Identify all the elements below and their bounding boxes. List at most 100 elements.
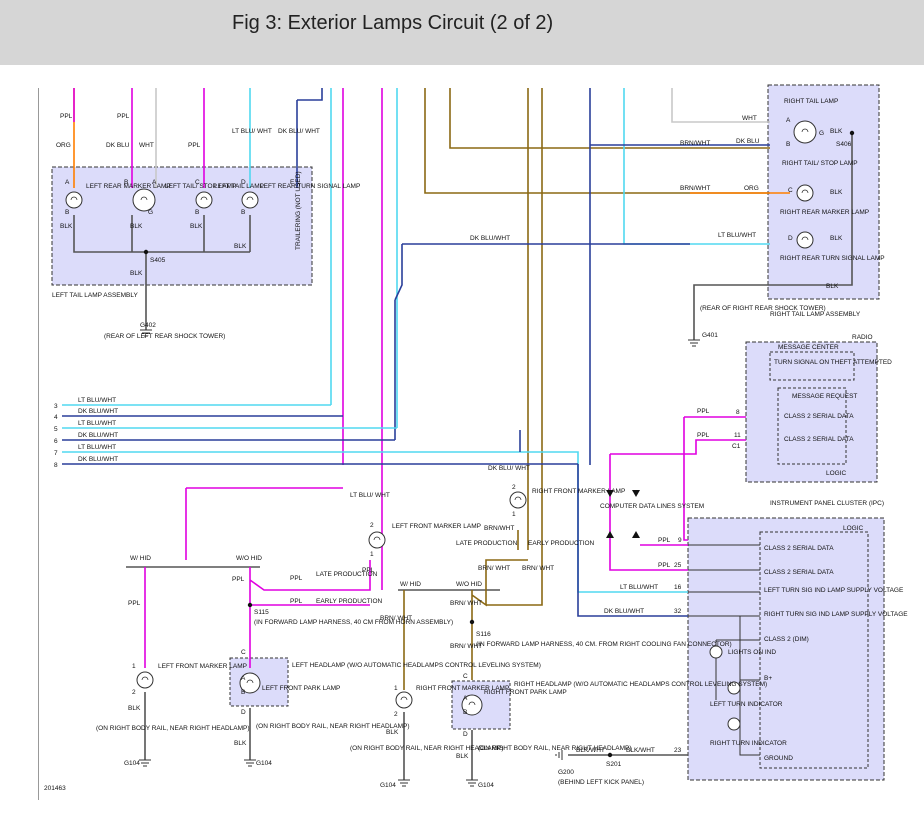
option-w-hid-left: W/ HID xyxy=(130,555,151,562)
left-rear-turn-label: LEFT REAR TURN SIGNAL LAMP xyxy=(260,183,360,190)
splice-s405-label: S405 xyxy=(150,257,166,264)
left-rear-turn-lamp-icon xyxy=(241,191,259,209)
data-arrow-up-2 xyxy=(632,531,640,538)
option-w-hid-right: W/ HID xyxy=(400,581,421,588)
pin-1-lf-top: 1 xyxy=(370,551,374,558)
left-headlamp-label: LEFT HEADLAMP (W/O AUTOMATIC HEADLAMPS C… xyxy=(292,662,541,669)
left-front-park-label: LEFT FRONT PARK LAMP xyxy=(262,685,340,692)
right-turn-indicator-icon xyxy=(727,717,741,731)
splice-s201-dot xyxy=(607,752,613,758)
wire-label-blk: BLK xyxy=(234,740,247,747)
pin-b-right-park: B xyxy=(463,709,467,716)
lamp-filament-glyphs xyxy=(70,128,809,706)
diagram-frame xyxy=(38,88,887,800)
pin-d-right-turn: D xyxy=(788,235,793,242)
ground-g401-label: G401 xyxy=(702,332,718,339)
message-center-box xyxy=(769,351,855,381)
ipc-logic-label: LOGIC xyxy=(843,525,864,532)
splice-s406-dot xyxy=(849,130,855,136)
wire-label-blk: BLK xyxy=(130,223,143,230)
wire-label-dkblu: DK BLU xyxy=(106,142,130,149)
ground-g104-a-note: (ON RIGHT BODY RAIL, NEAR RIGHT HEADLAMP… xyxy=(96,725,250,732)
pin-2-lf-top: 2 xyxy=(370,522,374,529)
bus-label-7: LT BLU/WHT xyxy=(78,444,116,451)
pin-a-right-park: A xyxy=(463,695,468,702)
ground-g104-b-label: G104 xyxy=(256,760,272,767)
splice-s115-note: (IN FORWARD LAMP HARNESS, 40 CM FROM HOR… xyxy=(254,619,453,626)
ground-g402-label: G402 xyxy=(140,322,156,329)
pin-d-left-park: D xyxy=(241,709,246,716)
right-rear-turn-lamp-icon xyxy=(796,231,814,249)
left-turn-indicator-label: LEFT TURN INDICATOR xyxy=(710,701,783,708)
wire-label-org: ORG xyxy=(56,142,71,149)
wire-label-blk: BLK xyxy=(826,283,839,290)
ground-g104-a-label: G104 xyxy=(124,760,140,767)
wire-label-ppl: PPL xyxy=(362,567,375,574)
bus-pin-7: 7 xyxy=(54,450,58,457)
option-wo-hid-right: W/O HID xyxy=(456,581,482,588)
wire-label-blk: BLK xyxy=(128,705,141,712)
ground-g401-note: (REAR OF RIGHT REAR SHOCK TOWER) xyxy=(700,305,826,312)
wire-label-wht: WHT xyxy=(742,115,757,122)
right-tail-assembly-label: RIGHT TAIL LAMP ASSEMBLY xyxy=(770,311,861,318)
right-front-marker-top-lamp-icon xyxy=(509,491,527,509)
pin-b-left-park: B xyxy=(241,689,245,696)
right-turn-supply-label: RIGHT TURN SIG IND LAMP SUPPLY VOLTAGE xyxy=(764,611,908,618)
ipc-logic-box xyxy=(759,531,869,769)
ground-g104-a-icon xyxy=(139,759,151,767)
wire-label-ppl: PPL xyxy=(60,113,73,120)
pin-b-left-stop: B xyxy=(124,179,128,186)
pin-9-label: 9 xyxy=(678,537,682,544)
pin-a-left-stop: A xyxy=(152,179,157,186)
radio-class2-a-label: CLASS 2 SERIAL DATA xyxy=(784,413,854,420)
ipc-class2-a-label: CLASS 2 SERIAL DATA xyxy=(764,545,834,552)
wire-label-blk: BLK xyxy=(234,243,247,250)
bus-label-4: DK BLU/WHT xyxy=(78,408,118,415)
splice-s201-label: S201 xyxy=(606,761,622,768)
pin-c-right-marker: C xyxy=(788,187,793,194)
left-turn-supply-label: LEFT TURN SIG IND LAMP SUPPLY VOLTAGE xyxy=(764,587,904,594)
message-center-label: MESSAGE CENTER xyxy=(778,344,839,351)
pin-a-left-marker: A xyxy=(65,179,70,186)
ipc-class2-b-label: CLASS 2 SERIAL DATA xyxy=(764,569,834,576)
wire-trunk-brn-2 xyxy=(449,88,770,149)
ground-g200-note: (BEHIND LEFT KICK PANEL) xyxy=(558,779,644,786)
left-rear-marker-lamp-icon xyxy=(65,191,83,209)
bus-pin-3: 3 xyxy=(54,403,58,410)
wire-label-dkblu: DK BLU xyxy=(736,138,760,145)
splice-s116-note: (IN FORWARD LAMP HARNESS, 40 CM. FROM RI… xyxy=(476,641,732,648)
wire-label-ppl: PPL xyxy=(658,562,671,569)
wire-left-grounds xyxy=(144,692,251,760)
pin-e-trailer: E xyxy=(290,179,295,186)
wire-label-blk: BLK xyxy=(830,189,843,196)
wire-trunk-ltblu-3 xyxy=(623,88,770,245)
bus-pin-6: 6 xyxy=(54,438,58,445)
left-rear-marker-label: LEFT REAR MARKER LAMP xyxy=(86,183,171,190)
left-front-marker-lamp-icon xyxy=(136,671,154,689)
trailering-label: TRAILERING (NOT USED) xyxy=(295,171,302,250)
pin-16-label: 16 xyxy=(674,584,682,591)
computer-data-lines-label: COMPUTER DATA LINES SYSTEM xyxy=(600,503,704,510)
right-front-park-lamp-icon xyxy=(461,694,483,716)
pin-g-right-stop: G xyxy=(819,130,824,137)
wire-ipc-internal xyxy=(688,544,760,756)
b-plus-label: B+ xyxy=(764,675,772,682)
radio-class2-b-label: CLASS 2 SERIAL DATA xyxy=(784,436,854,443)
wire-right-grounds xyxy=(403,712,473,780)
right-tail-stop-label: RIGHT TAIL/ STOP LAMP xyxy=(782,160,858,167)
ground-g104-d-icon xyxy=(466,779,478,787)
pin-b-right-stop: B xyxy=(786,141,790,148)
wire-label-dkblu-wht: DK BLU/ WHT xyxy=(488,465,530,472)
wire-label-blk: BLK xyxy=(830,128,843,135)
wire-label-ltblu-wht: LT BLU/WHT xyxy=(620,584,658,591)
wire-label-ppl: PPL xyxy=(232,576,245,583)
pin-c-right-park: C xyxy=(463,673,468,680)
ground-g104-d-note: (ON RIGHT BODY RAIL, NEAR RIGHT HEADLAMP… xyxy=(478,745,632,752)
pin-25-label: 25 xyxy=(674,562,682,569)
splice-s406-label: S406 xyxy=(836,141,852,148)
wire-trunk-brn-1 xyxy=(424,88,770,194)
turn-signal-theft-label: TURN SIGNAL ON THEFT ATTEMPTED xyxy=(774,359,892,366)
right-front-marker-top-label: RIGHT FRONT MARKER LAMP xyxy=(532,488,625,495)
wire-label-brn-wht: BRN/ WHT xyxy=(478,565,510,572)
